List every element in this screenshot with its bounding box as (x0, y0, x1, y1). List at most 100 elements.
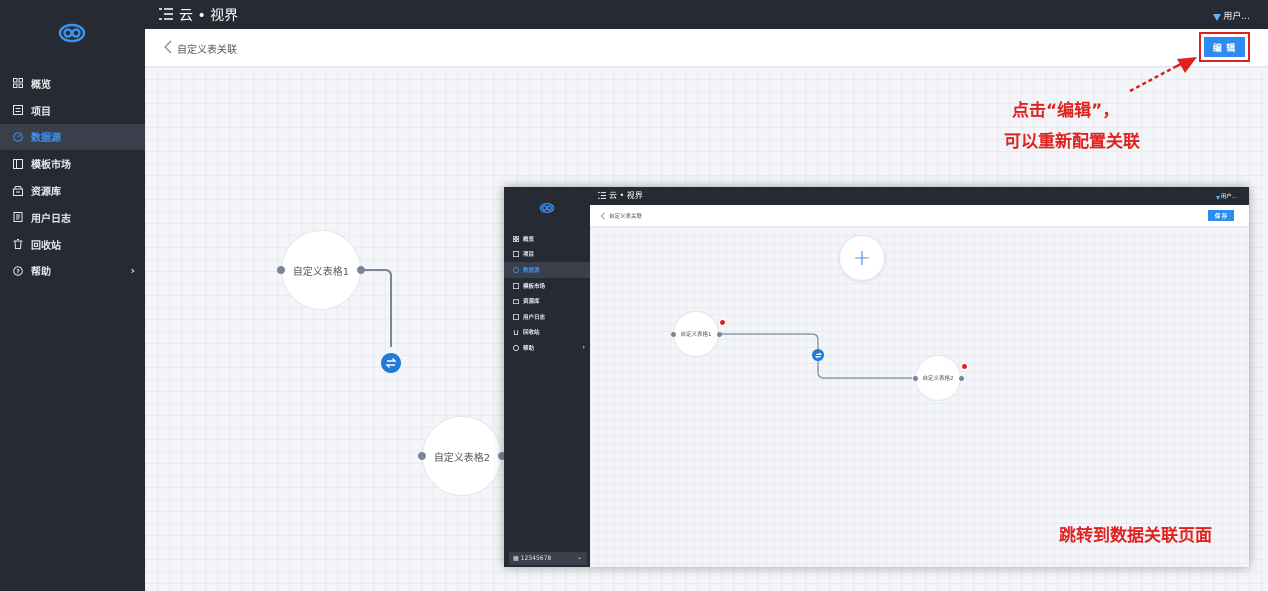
relation-connector (361, 269, 392, 347)
user-name: 用户... (1223, 12, 1250, 22)
account-selector[interactable]: ▦ 12345678 ⌄ (509, 552, 587, 565)
node-label: 自定义表格1 (292, 266, 350, 278)
back-icon[interactable] (600, 212, 606, 220)
sidebar-item-projects[interactable]: 项目 (0, 97, 145, 124)
trash-icon (12, 238, 24, 250)
save-button[interactable]: 保 存 (1208, 210, 1234, 221)
node-port[interactable] (498, 452, 506, 460)
sidebar-item-help[interactable]: ? 帮助 › (0, 258, 145, 285)
user-avatar-icon (1215, 195, 1220, 200)
sidebar-item-help[interactable]: 帮助 › (504, 340, 590, 356)
log-icon (512, 313, 519, 320)
inset-relation-canvas: + 自定义表格1 自定义表格2 跳转到数据关联页面 (590, 227, 1249, 567)
sidebar-item-templates[interactable]: 模板市场 (0, 150, 145, 177)
sidebar-item-label: 回收站 (31, 240, 61, 252)
sidebar-item-label: 概览 (31, 79, 51, 91)
chevron-right-icon: › (582, 344, 585, 352)
node-label: 自定义表格2 (433, 452, 491, 464)
annotation-arrow (1129, 57, 1197, 93)
sidebar-item-label: 概览 (523, 236, 535, 243)
template-icon (12, 158, 24, 170)
table-node-2[interactable]: 自定义表格2 (422, 416, 502, 496)
page-title: 自定义表关联 (609, 214, 643, 220)
archive-icon (512, 298, 519, 305)
inset-sidebar-nav: 概览 项目 数据源 模板市场 资源库 用户日志 回收站 帮助 › (504, 231, 590, 356)
error-badge-icon[interactable] (961, 363, 968, 370)
help-icon (512, 344, 519, 351)
sidebar: 概览 项目 数据源 模板市场 资源库 (0, 0, 145, 591)
user-menu[interactable]: 用户... (1213, 9, 1250, 22)
sidebar-item-templates[interactable]: 模板市场 (504, 278, 590, 294)
sidebar-item-label: 数据源 (31, 133, 61, 145)
inset-caption: 跳转到数据关联页面 (1059, 526, 1212, 546)
chevron-down-icon: ⌄ (576, 554, 582, 561)
chevron-right-icon: › (130, 264, 135, 278)
sidebar-item-label: 项目 (523, 252, 535, 259)
relation-swap-icon[interactable] (812, 349, 824, 361)
list-icon (12, 104, 24, 116)
table-node-1[interactable]: 自定义表格1 (281, 230, 361, 310)
node-port[interactable] (912, 375, 918, 381)
annotation-line-1: 点击“编辑”， (1012, 101, 1120, 121)
help-icon: ? (12, 265, 24, 277)
sidebar-item-label: 项目 (31, 106, 51, 118)
inset-screenshot: 概览 项目 数据源 模板市场 资源库 用户日志 回收站 帮助 › ▦ 123456… (504, 187, 1249, 567)
node-port[interactable] (958, 375, 964, 381)
log-icon (12, 211, 24, 223)
sidebar-item-resources[interactable]: 资源库 (504, 293, 590, 309)
inset-top-bar: 云 • 视界 用户... (590, 187, 1249, 205)
node-port[interactable] (670, 331, 676, 337)
grid-icon (12, 77, 24, 89)
sidebar-item-label: 帮助 (31, 267, 51, 279)
sidebar-item-overview[interactable]: 概览 (504, 231, 590, 247)
sidebar-item-label: 资源库 (523, 299, 540, 306)
sidebar-item-label: 帮助 (523, 345, 535, 352)
inset-page-header: 自定义表关联 保 存 (590, 205, 1249, 227)
sidebar-nav: 概览 项目 数据源 模板市场 资源库 (0, 70, 145, 284)
app-logo-icon (539, 202, 555, 214)
edit-button[interactable]: 编 辑 (1204, 37, 1245, 57)
menu-icon[interactable] (159, 8, 173, 20)
list-icon (512, 251, 519, 258)
trash-icon (512, 329, 519, 336)
user-avatar-icon (1213, 14, 1222, 21)
sidebar-item-recycle-bin[interactable]: 回收站 (504, 325, 590, 341)
table-node-1[interactable]: 自定义表格1 (673, 311, 719, 357)
relation-connector (720, 333, 912, 379)
sidebar-item-user-log[interactable]: 用户日志 (504, 309, 590, 325)
sidebar-item-label: 用户日志 (31, 213, 71, 225)
gauge-icon (12, 131, 24, 143)
sidebar-item-overview[interactable]: 概览 (0, 70, 145, 97)
sidebar-item-label: 回收站 (523, 330, 540, 337)
node-port[interactable] (357, 266, 365, 274)
node-port[interactable] (716, 331, 722, 337)
add-table-button[interactable]: + (839, 235, 885, 281)
plus-icon: + (852, 245, 872, 271)
sidebar-item-label: 资源库 (31, 187, 61, 199)
building-icon: ▦ (513, 555, 519, 562)
inset-sidebar: 概览 项目 数据源 模板市场 资源库 用户日志 回收站 帮助 › ▦ 123456… (504, 187, 590, 567)
back-icon[interactable] (163, 40, 173, 54)
sidebar-item-label: 用户日志 (523, 314, 546, 321)
user-menu[interactable]: 用户... (1215, 192, 1237, 200)
svg-text:?: ? (16, 268, 20, 275)
page-title: 自定义表关联 (177, 45, 237, 56)
table-node-2[interactable]: 自定义表格2 (915, 355, 961, 401)
sidebar-item-datasource[interactable]: 数据源 (0, 123, 145, 151)
archive-icon (12, 185, 24, 197)
sidebar-item-recycle-bin[interactable]: 回收站 (0, 231, 145, 258)
top-bar: 云 • 视界 用户... (145, 0, 1268, 29)
annotation-line-2: 可以重新配置关联 (1004, 132, 1140, 152)
node-label: 自定义表格2 (922, 376, 954, 382)
account-id: 12345678 (520, 555, 552, 562)
relation-swap-icon[interactable] (381, 353, 401, 373)
menu-icon[interactable] (598, 192, 606, 199)
sidebar-item-projects[interactable]: 项目 (504, 247, 590, 263)
sidebar-item-user-log[interactable]: 用户日志 (0, 204, 145, 231)
sidebar-item-resources[interactable]: 资源库 (0, 177, 145, 204)
node-port[interactable] (418, 452, 426, 460)
sidebar-item-label: 模板市场 (523, 283, 546, 290)
node-port[interactable] (277, 266, 285, 274)
sidebar-item-datasource[interactable]: 数据源 (504, 262, 590, 278)
error-badge-icon[interactable] (719, 319, 726, 326)
